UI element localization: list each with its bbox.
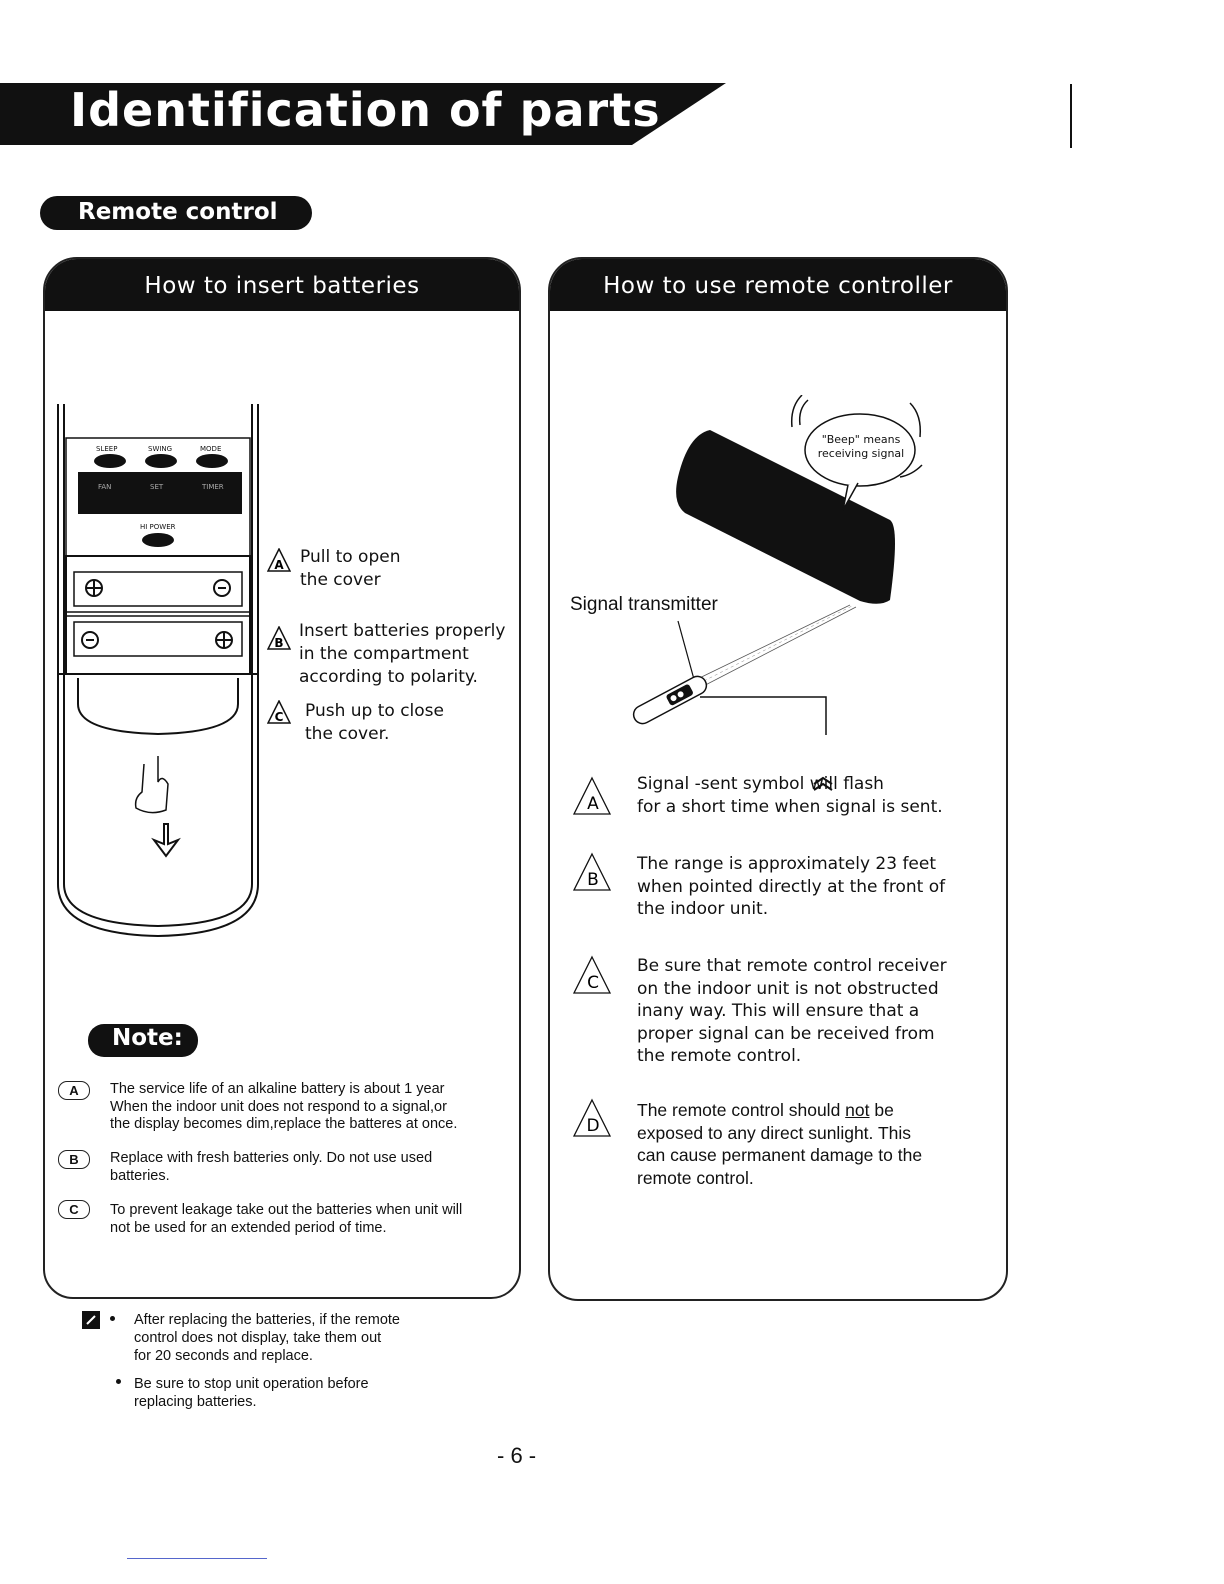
warning-triangle-icon: B bbox=[267, 626, 291, 650]
step-b-text: Insert batteries properly in the compart… bbox=[299, 621, 506, 687]
indoor-unit-signal-illustration bbox=[632, 395, 923, 735]
tip-stop-unit: Be sure to stop unit operation before re… bbox=[134, 1376, 369, 1410]
note-icon bbox=[82, 1311, 100, 1329]
note-heading: Note: bbox=[88, 1024, 198, 1057]
bullet bbox=[110, 1316, 115, 1321]
bullet bbox=[116, 1379, 121, 1384]
item-a-text: Signal -sent symbol will flash for a sho… bbox=[637, 774, 943, 817]
page-number: - 6 - bbox=[497, 1443, 537, 1468]
remote-button-label: MODE bbox=[200, 445, 222, 453]
item-c-text: Be sure that remote control receiver on … bbox=[637, 956, 947, 1066]
title-banner bbox=[0, 83, 726, 145]
remote-button-label: HI POWER bbox=[140, 523, 176, 531]
section-heading: Remote control bbox=[40, 196, 312, 230]
note-badge: A bbox=[58, 1081, 90, 1100]
svg-text:A: A bbox=[274, 558, 284, 572]
insert-batteries-panel: How to insert batteries bbox=[43, 257, 521, 1299]
warning-triangle-icon: B bbox=[572, 852, 612, 891]
svg-text:C: C bbox=[587, 973, 599, 993]
section-heading-label: Remote control bbox=[78, 199, 278, 225]
remote-button-label: SET bbox=[150, 483, 164, 491]
svg-text:C: C bbox=[275, 710, 284, 724]
signal-transmitter-label: Signal transmitter bbox=[570, 594, 718, 615]
note-heading-label: Note: bbox=[112, 1025, 183, 1051]
signal-sent-icon bbox=[813, 776, 833, 791]
note-badge: C bbox=[58, 1200, 90, 1219]
note-a-text: The service life of an alkaline battery … bbox=[110, 1081, 458, 1132]
svg-text:B: B bbox=[587, 870, 599, 890]
remote-button-label: FAN bbox=[98, 483, 112, 491]
svg-text:A: A bbox=[587, 794, 599, 814]
warning-triangle-icon: A bbox=[267, 548, 291, 572]
divider bbox=[127, 1558, 267, 1559]
item-d-text: The remote control should not be exposed… bbox=[637, 1100, 923, 1188]
tip-replace-batteries: After replacing the batteries, if the re… bbox=[134, 1312, 400, 1364]
note-c-text: To prevent leakage take out the batterie… bbox=[110, 1202, 463, 1236]
remote-battery-compartment-illustration bbox=[57, 404, 259, 938]
svg-text:B: B bbox=[274, 636, 283, 650]
use-remote-heading: How to use remote controller bbox=[550, 259, 1006, 311]
remote-button-label: TIMER bbox=[202, 483, 224, 491]
use-remote-panel: How to use remote controller bbox=[548, 257, 1008, 1301]
item-b-text: The range is approximately 23 feet when … bbox=[637, 854, 946, 919]
warning-triangle-icon: C bbox=[572, 955, 612, 994]
warning-triangle-icon: C bbox=[267, 700, 291, 724]
page-title: Identification of parts bbox=[70, 83, 661, 137]
note-b-text: Replace with fresh batteries only. Do no… bbox=[110, 1150, 433, 1184]
svg-text:D: D bbox=[586, 1116, 599, 1136]
remote-button-label: SWING bbox=[148, 445, 173, 453]
remote-button-label: SLEEP bbox=[96, 445, 118, 453]
warning-triangle-icon: D bbox=[572, 1098, 612, 1137]
warning-triangle-icon: A bbox=[572, 776, 612, 815]
insert-batteries-heading: How to insert batteries bbox=[45, 259, 519, 311]
note-badge: B bbox=[58, 1150, 90, 1169]
step-c-text: Push up to close the cover. bbox=[305, 701, 444, 744]
step-a-text: Pull to open the cover bbox=[300, 547, 401, 590]
margin-rule bbox=[1070, 84, 1072, 148]
beep-bubble-text: "Beep" means receiving signal bbox=[817, 433, 905, 460]
